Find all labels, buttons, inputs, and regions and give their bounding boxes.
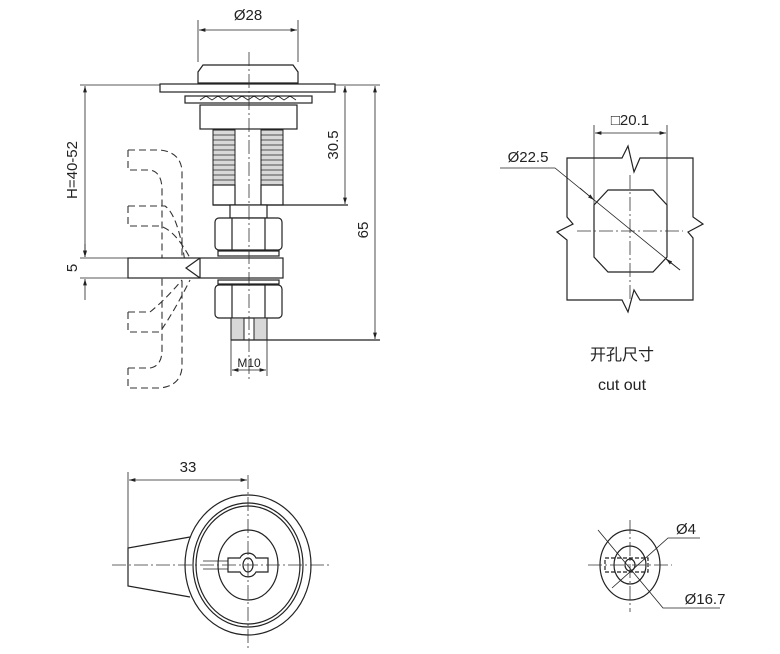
panel-break-outline xyxy=(555,144,705,314)
dim-overall-length: 65 xyxy=(355,222,372,239)
cutout-shape xyxy=(593,189,668,273)
dim-thread: M10 xyxy=(237,356,261,370)
dim-cutout-diameter: Ø22.5 xyxy=(508,149,549,166)
dim-cam-length: 33 xyxy=(180,459,197,476)
top-nut xyxy=(199,104,298,130)
cam-alternate-positions xyxy=(127,149,191,389)
shaft xyxy=(229,204,268,219)
cam-lever xyxy=(127,536,191,598)
thread-tip-left xyxy=(230,317,245,341)
dim-hole-diameter: Ø4 xyxy=(676,521,696,538)
dim-cam-thickness: 5 xyxy=(64,264,81,272)
keyway xyxy=(227,552,269,578)
upper-hex-nut xyxy=(214,217,283,251)
dim-grip-range: H=40-52 xyxy=(64,141,81,199)
dim-body-length: 30.5 xyxy=(325,130,342,159)
cutout-view: □20.1 Ø22.5 开孔尺寸 cut out xyxy=(500,112,705,394)
front-view: 33 xyxy=(112,459,330,650)
lower-hex-nut xyxy=(214,284,283,319)
threaded-body-right xyxy=(260,129,284,186)
bezel-cap xyxy=(197,64,299,84)
thread-tip-right xyxy=(253,317,268,341)
panel-line xyxy=(159,83,336,93)
cam-bar xyxy=(127,257,284,279)
threaded-body-left xyxy=(212,129,236,186)
cutout-label-cn: 开孔尺寸 xyxy=(590,346,654,364)
side-view: Ø28 H=40-52 5 30.5 65 M10 xyxy=(64,7,380,389)
detail-view: Ø4 Ø16.7 xyxy=(588,520,725,612)
cutout-label-en: cut out xyxy=(598,377,647,394)
dim-bezel-diameter: Ø28 xyxy=(234,7,262,24)
dim-square: □20.1 xyxy=(611,112,649,129)
dim-outer-diameter: Ø16.7 xyxy=(685,591,726,608)
